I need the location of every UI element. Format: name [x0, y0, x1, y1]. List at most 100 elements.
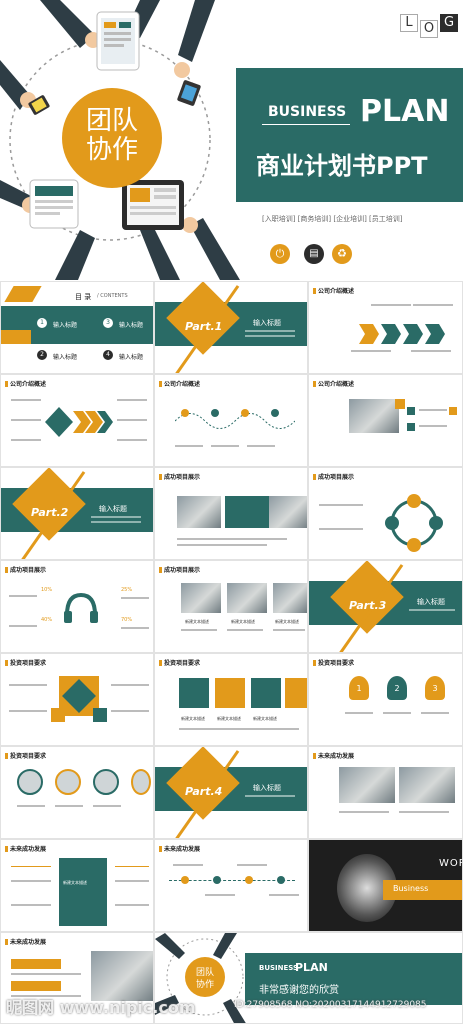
part2-label: Part.2	[31, 506, 69, 519]
slide-invest-2[interactable]: 投资项目要求 新建文本描述 新建文本描述 新建文本描述	[154, 653, 308, 746]
pct-1: 10%	[41, 587, 53, 593]
caption-3: 新建文本描述	[275, 619, 299, 624]
slide-company-3[interactable]: 公司介绍概述	[154, 374, 308, 467]
business-underline	[262, 124, 350, 125]
photo-2	[269, 496, 307, 528]
timeline-wave	[175, 409, 295, 429]
req-caption-2: 新建文本描述	[217, 716, 241, 721]
toc-item-3: 输入标题	[119, 322, 144, 329]
part1-heading: 输入标题	[253, 319, 281, 327]
slide-title: 投资项目要求	[313, 658, 354, 667]
toc-subtitle: / CONTENTS	[97, 293, 128, 299]
work-title: WORK	[439, 858, 462, 869]
team-circle-text-2: 协作	[85, 135, 138, 165]
slide-future-4[interactable]: 未来成功发展	[0, 932, 154, 1024]
slide-title: 成功项目展示	[159, 565, 200, 574]
recycle-icon[interactable]: ♻	[332, 244, 352, 264]
slide-title: 成功项目展示	[159, 472, 200, 481]
slide-company-4[interactable]: 公司介绍概述	[308, 374, 463, 467]
req-caption-3: 新建文本描述	[253, 716, 277, 721]
slide-invest-3[interactable]: 投资项目要求 1 2 3	[308, 653, 463, 746]
slide-company-1[interactable]: 公司介绍概述	[308, 281, 463, 374]
toc-num-2: 2	[37, 350, 47, 360]
slide-title: 公司介绍概述	[159, 379, 200, 388]
logo-letter-g: G	[440, 14, 458, 32]
slide-future-1[interactable]: 未来成功发展	[308, 746, 463, 839]
logo-letter-o: O	[420, 20, 438, 38]
toc-accent	[4, 286, 42, 302]
toc-num-3: 3	[103, 318, 113, 328]
req-caption-1: 新建文本描述	[181, 716, 205, 721]
slide-title: 未来成功发展	[159, 844, 200, 853]
slide-project-3[interactable]: 成功项目展示 10% 25% 40% 70%	[0, 560, 154, 653]
power-icon[interactable]: ⏻	[270, 244, 290, 264]
cover-tags: [入职培训] [商务培训] [企业培训] [员工培训]	[262, 215, 403, 223]
headphones-icon	[64, 592, 98, 623]
toc-item-2: 输入标题	[53, 354, 78, 361]
team-circle	[62, 88, 162, 188]
toc-num-1: 1	[37, 318, 47, 328]
slide-project-2[interactable]: 成功项目展示	[308, 467, 463, 560]
diamond-arrows	[45, 407, 113, 437]
slide-thanks[interactable]: 团队 协作 BUSINESS PLAN 非常感谢您的欣赏	[154, 932, 463, 1024]
process-ring	[385, 494, 443, 552]
slide-invest-1[interactable]: 投资项目要求	[0, 653, 154, 746]
watermark-id: ID:27908568 NO:20200317144912729085	[234, 1000, 427, 1010]
caption-1: 新建文本描述	[185, 619, 209, 624]
pct-2: 25%	[121, 587, 133, 593]
toc-num-4: 4	[103, 350, 113, 360]
slide-part3[interactable]: Part.3 输入标题	[308, 560, 463, 653]
slide-future-2[interactable]: 未来成功发展 新建文本描述	[0, 839, 154, 932]
cover-artwork	[0, 0, 240, 280]
team-circle-text-1: 团队	[85, 106, 138, 136]
watermark-site: 昵图网 www.nipic.com	[6, 998, 196, 1017]
pct-3: 40%	[41, 617, 53, 623]
cover-slide: 团队 协作 L O G BUSINESS PLAN 商业计划书PPT [入职培训…	[0, 0, 463, 280]
caption-2: 新建文本描述	[231, 619, 255, 624]
medal-1: 1	[349, 676, 369, 700]
slide-title: 投资项目要求	[159, 658, 200, 667]
toc-accent-2	[1, 330, 31, 344]
document-icon[interactable]: ▤	[304, 244, 324, 264]
part3-heading: 输入标题	[417, 598, 445, 606]
title-panel	[236, 68, 463, 202]
slide-part1[interactable]: Part.1 输入标题	[154, 281, 308, 374]
future-box-text: 新建文本描述	[63, 880, 87, 885]
thanks-message: 非常感谢您的欣赏	[259, 985, 339, 996]
slide-part4[interactable]: Part.4 输入标题	[154, 746, 308, 839]
slide-project-1[interactable]: 成功项目展示	[154, 467, 308, 560]
medal-2: 2	[387, 676, 407, 700]
part1-label: Part.1	[185, 320, 223, 333]
thanks-circle	[185, 957, 225, 997]
toc-item-1: 输入标题	[53, 322, 78, 329]
slide-title: 投资项目要求	[5, 658, 46, 667]
photo-handshake	[349, 399, 399, 433]
part4-heading: 输入标题	[253, 784, 281, 792]
thanks-artwork	[155, 933, 246, 1023]
photo-1	[177, 496, 221, 528]
cover-title: 商业计划书PPT	[256, 152, 428, 180]
thanks-circle-1: 团队	[195, 968, 214, 978]
work-sub: Business	[393, 884, 429, 893]
toc-title: 目 录	[75, 293, 92, 301]
business-label: BUSINESS	[268, 104, 347, 120]
toc-item-4: 输入标题	[119, 354, 144, 361]
logo-letter-l: L	[400, 14, 418, 32]
thanks-panel	[245, 953, 462, 1005]
slide-future-3[interactable]: 未来成功发展	[154, 839, 308, 932]
slide-title: 公司介绍概述	[313, 286, 354, 295]
slide-project-4[interactable]: 成功项目展示 新建文本描述 新建文本描述 新建文本描述	[154, 560, 308, 653]
slide-title: 投资项目要求	[5, 751, 46, 760]
slide-work[interactable]: WORK Business	[308, 839, 463, 932]
slide-company-2[interactable]: 公司介绍概述	[0, 374, 154, 467]
slide-part2[interactable]: Part.2 输入标题	[0, 467, 154, 560]
thanks-business: BUSINESS	[259, 964, 299, 972]
slide-title: 公司介绍概述	[313, 379, 354, 388]
plan-label: PLAN	[360, 94, 450, 129]
slide-invest-4[interactable]: 投资项目要求	[0, 746, 154, 839]
thanks-plan: PLAN	[295, 961, 328, 974]
part2-heading: 输入标题	[99, 505, 127, 513]
slide-title: 公司介绍概述	[5, 379, 46, 388]
slide-toc[interactable]: 目 录 / CONTENTS 1 输入标题 3 输入标题 2 输入标题 4 输入…	[0, 281, 154, 374]
thanks-circle-2: 协作	[195, 980, 214, 990]
